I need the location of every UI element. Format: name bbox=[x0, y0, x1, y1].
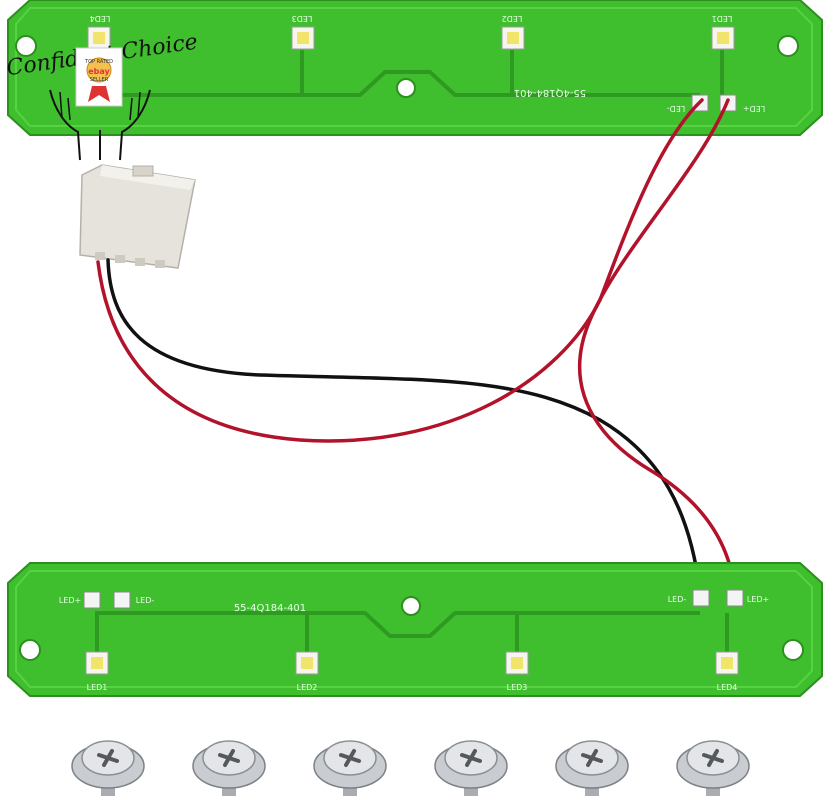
bottom-led-2 bbox=[295, 651, 319, 675]
screw bbox=[313, 740, 387, 796]
top-led-label-3: LED3 bbox=[292, 14, 313, 23]
top-led-3 bbox=[291, 26, 315, 50]
black-wire bbox=[106, 258, 702, 594]
bottom-led-label-2: LED2 bbox=[297, 683, 318, 692]
top-part-number: 55-4Q184-401 bbox=[514, 87, 586, 98]
bottom-led-label-3: LED3 bbox=[507, 683, 528, 692]
top-pad-label-plus: LED+ bbox=[743, 104, 765, 113]
top-led-label-4: LED4 bbox=[90, 14, 111, 23]
bottom-led-label-4: LED4 bbox=[717, 683, 738, 692]
wire-connector bbox=[79, 164, 196, 269]
bottom-led-1 bbox=[85, 651, 109, 675]
screw bbox=[71, 740, 145, 796]
bottom-led-3 bbox=[505, 651, 529, 675]
screw bbox=[434, 740, 508, 796]
badge-line-1: TOP RATED bbox=[84, 59, 113, 65]
red-wire-2 bbox=[578, 98, 737, 595]
wires bbox=[96, 98, 737, 595]
bottom-right-pad-minus: LED- bbox=[668, 595, 687, 604]
top-led-board: LED4 LED3 LED2 LED1 55-4Q184-401 LED- LE… bbox=[7, 0, 823, 136]
bottom-led-4 bbox=[715, 651, 739, 675]
bottom-left-pad-minus: LED- bbox=[136, 596, 155, 605]
bottom-led-label-1: LED1 bbox=[87, 683, 108, 692]
bottom-left-pad-plus: LED+ bbox=[59, 596, 81, 605]
screw bbox=[192, 740, 266, 796]
top-led-2 bbox=[501, 26, 525, 50]
top-led-label-1: LED1 bbox=[712, 14, 733, 23]
badge-line-2: ebay bbox=[88, 67, 110, 76]
top-led-label-2: LED2 bbox=[502, 14, 523, 23]
bottom-right-pad-plus: LED+ bbox=[747, 595, 769, 604]
red-wire-1 bbox=[96, 98, 704, 443]
screw bbox=[555, 740, 629, 796]
top-pad-label-minus: LED- bbox=[667, 104, 686, 113]
bottom-part-number: 55-4Q184-401 bbox=[234, 603, 306, 614]
top-led-1 bbox=[711, 26, 735, 50]
bottom-led-board: LED1 LED2 LED3 LED4 55-4Q184-401 LED+ LE… bbox=[7, 562, 823, 697]
screws-row bbox=[71, 740, 750, 796]
screw bbox=[676, 740, 750, 796]
top-led-4 bbox=[87, 26, 111, 50]
badge-line-3: SELLER bbox=[90, 77, 109, 83]
